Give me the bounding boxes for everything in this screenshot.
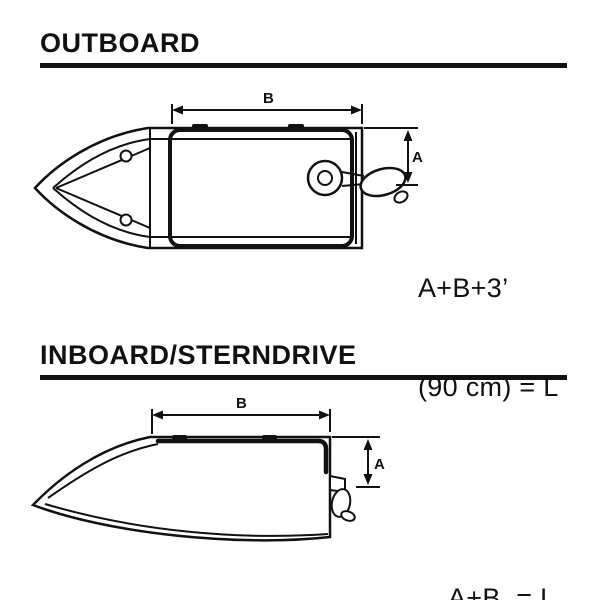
dim-b-label: B [263,90,274,107]
arrowhead-down-icon [363,474,373,485]
cleat [192,124,208,131]
inboard-dimension-a: A [332,436,385,488]
outboard-dimension-a: A [364,127,423,186]
outboard-formula-line1: A+B+3’ [418,273,509,303]
sterndrive-lower-unit [330,488,352,518]
inner-gunwale-top [52,138,352,189]
motor-mount-ring [306,159,344,197]
deck-hatch-bottom [119,213,133,227]
outboard-title-rule [40,63,567,68]
arrowhead-left-icon [152,410,163,420]
inboard-formula: A+B = L [448,516,555,600]
outboard-boat-diagram: B A [33,90,423,250]
cockpit-outline [168,128,354,248]
hull-outline [30,435,332,542]
arrowhead-right-icon [351,105,362,115]
bow-v-line-top [55,147,151,189]
outboard-dimension-b: B [171,90,363,124]
bow-v-line-bottom [55,187,151,229]
dim-a-label: A [412,149,423,166]
inboard-title-rule [40,375,567,380]
outboard-section-title: OUTBOARD [40,28,200,58]
inboard-formula-line1: A+B = L [448,583,556,600]
motor-mount-hub [317,170,333,186]
motor-propeller [393,190,409,204]
arrowhead-up-icon [403,130,413,141]
cleat [172,435,187,441]
inboard-boat-diagram: B A [30,395,385,542]
inboard-section-title: INBOARD/STERNDRIVE [40,340,357,370]
cleat [262,435,277,441]
inboard-dimension-b: B [151,395,331,434]
arrowhead-up-icon [363,439,373,450]
arrowhead-right-icon [319,410,330,420]
sheer-accent-line [47,443,159,499]
outboard-motor [306,159,409,204]
sterndrive-propeller [340,510,356,522]
dim-b-label: B [236,395,247,412]
deck-rub-rail [155,438,329,475]
arrowhead-left-icon [172,105,183,115]
dim-a-label: A [374,456,385,473]
cleat [288,124,304,131]
inboard-hull-side-view [30,435,332,542]
chine-line [44,503,329,537]
deck-hatch-top [119,149,133,163]
sterndrive-unit [329,474,356,522]
motor-bracket-line [341,171,365,177]
arrowhead-down-icon [403,172,413,183]
inner-gunwale-bottom [52,187,352,238]
